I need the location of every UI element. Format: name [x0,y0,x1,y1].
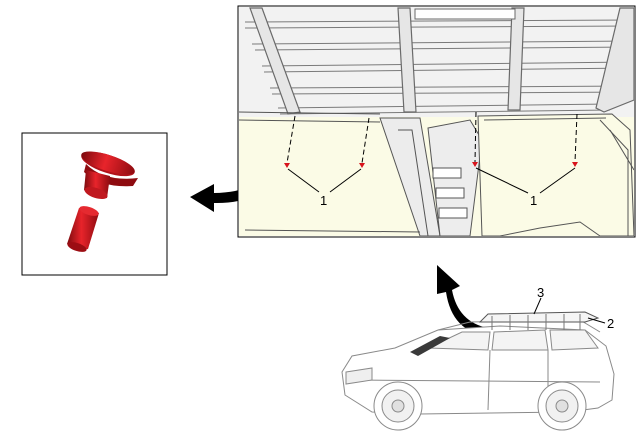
clip-marker [572,162,578,167]
vehicle-leader-lines [533,297,606,324]
callout-clip-right: 1 [530,193,537,208]
callout-rail-end: 2 [607,316,614,331]
leader-lines [287,167,576,194]
headliner-clips [284,162,578,168]
clip-detail-box [21,132,168,276]
clip-marker [359,163,365,168]
callout-rail-cover: 3 [537,285,544,300]
curved-arrow-up-icon [437,265,488,336]
clip-locator-lines [286,111,578,164]
clip-marker [284,163,290,168]
push-pin-clip-icon [67,151,138,252]
roof-rack [478,311,600,330]
curved-arrow-left-icon [190,172,273,212]
headliner-interior-view: 1 1 [237,5,636,238]
suv-vehicle [341,319,615,431]
clip-marker [472,162,478,167]
callout-clip-left: 1 [320,193,327,208]
